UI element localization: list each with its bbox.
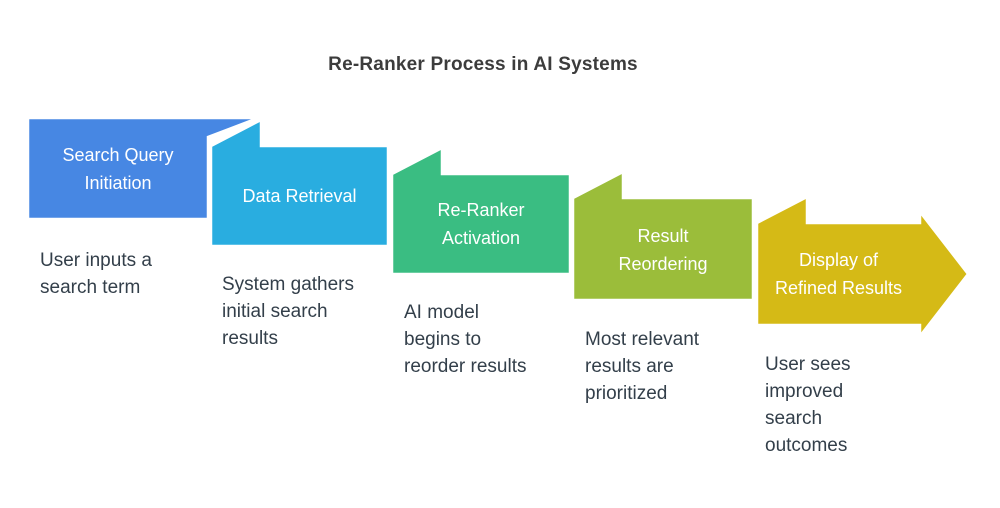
step-3-band bbox=[390, 145, 572, 276]
step-5-label: Display of Refined Results bbox=[774, 250, 903, 298]
step-2-band bbox=[209, 117, 390, 248]
diagram-title: Re-Ranker Process in AI Systems bbox=[328, 54, 638, 75]
step-4-band bbox=[571, 169, 755, 302]
step-2-description: System gathers initial search results bbox=[222, 274, 354, 349]
step-2-label: Data Retrieval bbox=[242, 186, 357, 206]
step-5-description: User sees improved search outcomes bbox=[765, 354, 851, 456]
step-1-label: Search Query Initiation bbox=[62, 145, 174, 193]
step-4-label: Result Reordering bbox=[618, 226, 708, 274]
step-1-description: User inputs a search term bbox=[40, 250, 152, 298]
step-4-description: Most relevant results are prioritized bbox=[585, 329, 700, 404]
step-1-band bbox=[26, 116, 265, 221]
step-5-arrow-band bbox=[755, 194, 970, 340]
step-3-label: Re-Ranker Activation bbox=[437, 200, 525, 248]
step-3-description: AI model begins to reorder results bbox=[404, 302, 527, 377]
